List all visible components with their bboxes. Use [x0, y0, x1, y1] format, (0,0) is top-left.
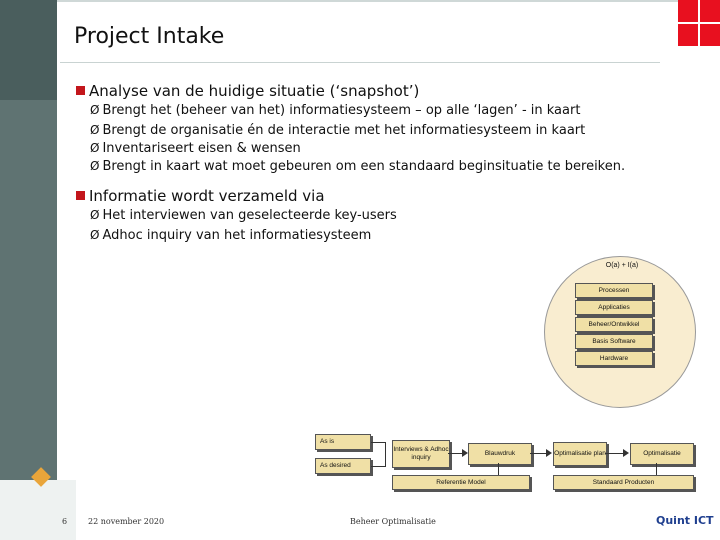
- arrow-bullet-icon: Ø: [90, 103, 100, 117]
- stack-title: O(a) + I(a): [605, 262, 639, 269]
- page-number: 6: [62, 517, 68, 526]
- connector: [385, 442, 386, 467]
- footer-date: 22 november 2020: [88, 517, 165, 526]
- connector: [498, 463, 499, 475]
- connector: [656, 463, 657, 475]
- sidebar-top-block: [0, 0, 57, 100]
- connector: [530, 453, 546, 454]
- sub-bullet-text: Adhoc inquiry van het informatiesysteem: [102, 228, 372, 243]
- title-divider: [60, 62, 660, 63]
- brand-logo: Quint ICT: [656, 514, 714, 527]
- box-as-is: As is: [315, 434, 371, 450]
- arrow-bullet-icon: Ø: [90, 208, 100, 222]
- connector: [448, 453, 462, 454]
- arrow-bullet-icon: Ø: [90, 141, 100, 155]
- arrow-bullet-icon: Ø: [90, 228, 100, 242]
- slide-title: Project Intake: [74, 24, 225, 49]
- footer-center: Beheer Optimalisatie: [350, 517, 436, 526]
- arrow-head-icon: [462, 449, 468, 457]
- bullet-text: Analyse van de huidige situatie (‘snapsh…: [89, 82, 420, 100]
- sub-bullet-text: Inventariseert eisen & wensen: [102, 141, 301, 156]
- sub-bullet-text: Brengt het (beheer van het) informatiesy…: [102, 103, 581, 118]
- logo-square-icon: [678, 0, 720, 46]
- arrow-bullet-icon: Ø: [90, 123, 100, 137]
- box-standaard-producten: Standaard Producten: [553, 475, 694, 490]
- layer-beheer: Beheer/Ontwikkel: [575, 317, 653, 332]
- bullet-analyse: Analyse van de huidige situatie (‘snapsh…: [76, 82, 419, 100]
- sub-bullet-text: Brengt de organisatie én de interactie m…: [102, 123, 586, 138]
- bullet-informatie: Informatie wordt verzameld via: [76, 187, 325, 205]
- box-optimalisatie: Optimalisatie: [630, 443, 694, 465]
- layer-basis-software: Basis Software: [575, 334, 653, 349]
- scope-circle: [544, 256, 696, 408]
- box-as-desired: As desired: [315, 458, 371, 474]
- bullet-text: Informatie wordt verzameld via: [89, 187, 325, 205]
- box-referentie-model: Referentie Model: [392, 475, 530, 490]
- bullet-square-icon: [76, 191, 85, 200]
- layer-applicaties: Applicaties: [575, 300, 653, 315]
- arrow-bullet-icon: Ø: [90, 159, 100, 173]
- connector: [605, 453, 623, 454]
- top-rule: [57, 0, 720, 2]
- arrow-head-icon: [623, 449, 629, 457]
- sub-bullet-text: Brengt in kaart wat moet gebeuren om een…: [102, 159, 626, 174]
- arrow-head-icon: [546, 449, 552, 457]
- sidebar-bottom-block: [0, 480, 76, 540]
- box-optimalisatie-plan: Optimalisatie plan: [553, 442, 607, 466]
- layer-hardware: Hardware: [575, 351, 653, 366]
- sub-bullet-text: Het interviewen van geselecteerde key-us…: [102, 208, 397, 223]
- connector: [371, 466, 385, 467]
- bullet-square-icon: [76, 86, 85, 95]
- connector: [371, 442, 385, 443]
- box-blauwdruk: Blauwdruk: [468, 443, 532, 465]
- layer-processen: Processen: [575, 283, 653, 298]
- box-interviews: Interviews & Adhoc inquiry: [392, 440, 450, 468]
